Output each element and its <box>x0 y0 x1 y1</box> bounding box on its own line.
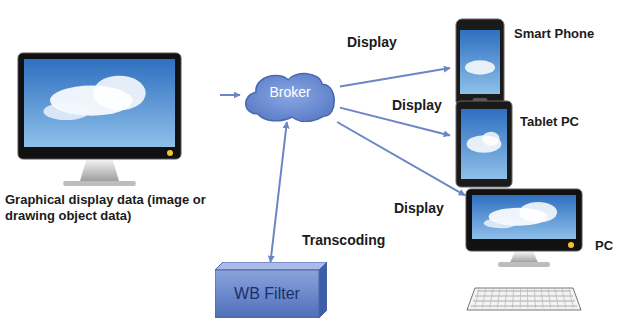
node-label: WB Filter <box>215 284 319 303</box>
edge-label: Display <box>392 200 446 216</box>
edge-label: Transcoding <box>300 232 387 248</box>
flow-arrow <box>340 68 450 87</box>
flow-arrow <box>220 94 240 96</box>
source-computer: Graphical display data (image or drawing… <box>5 52 220 232</box>
smartphone-illustration <box>455 18 505 108</box>
flow-arrow <box>271 122 287 262</box>
node-label: Smart Phone <box>514 26 609 42</box>
node-label: Graphical display data (image or drawing… <box>5 192 220 223</box>
edge-label: Display <box>345 34 399 50</box>
tablet-device: Tablet PC <box>450 100 610 190</box>
node-label: Tablet PC <box>520 114 608 130</box>
pc-device: PC <box>465 188 623 316</box>
node-label: PC <box>595 238 623 254</box>
node-label: Broker <box>240 84 340 101</box>
broker-cloud: Broker <box>240 68 340 122</box>
flow-arrow <box>337 122 465 195</box>
monitor-illustration <box>17 52 182 187</box>
tablet-illustration <box>455 100 513 188</box>
wb-filter-box: WB Filter <box>215 262 327 318</box>
smartphone-device: Smart Phone <box>450 18 610 110</box>
pc-illustration <box>465 188 583 314</box>
edge-label: Display <box>390 97 444 113</box>
